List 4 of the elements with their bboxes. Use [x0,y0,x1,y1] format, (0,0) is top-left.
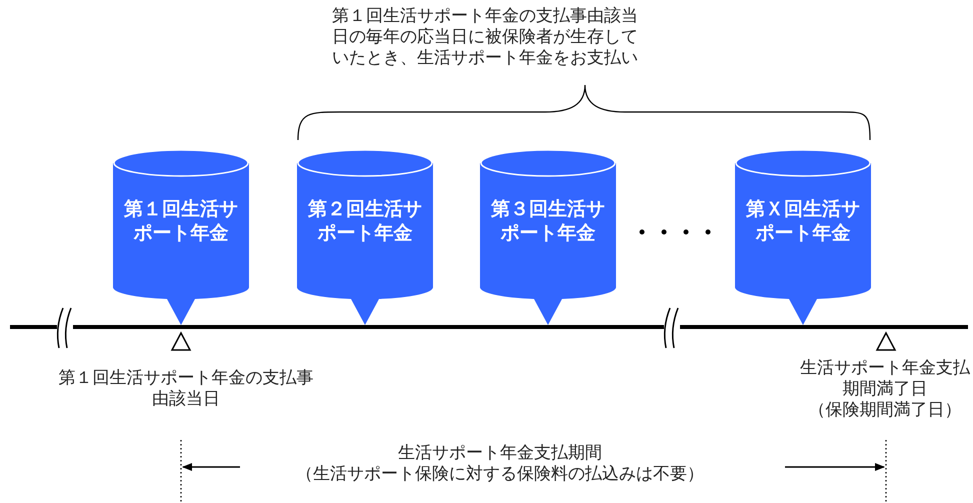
date-label: 生活サポート年金支払期間満了日 [800,358,970,400]
date-note: （保険期間満了日） [808,400,962,421]
date-label: 第１回生活サポート年金の支払事由該当日 [58,368,314,410]
note-text: 第１回生活サポート年金の支払事由該当日の毎年の応当日に被保険者が生存していたとき、生活サポート年金をお支払い [331,6,639,69]
